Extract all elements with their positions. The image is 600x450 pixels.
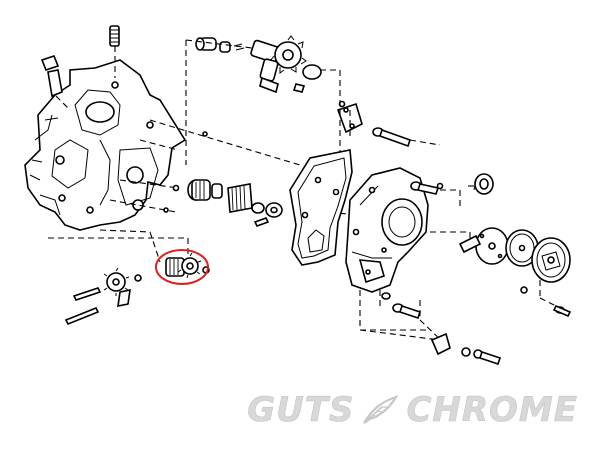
highlight-circle [155,249,209,285]
brand-word-right: CHROME [406,390,578,431]
assembly-lines [48,39,561,346]
cover-screw-right [410,181,444,195]
cover-screw-top [372,127,412,148]
brand-word-left: GUTS [247,390,355,431]
cam-bushing-set [195,37,245,53]
gear-cover [345,167,429,293]
oil-seal [473,173,494,195]
cover-screws-lower [381,292,502,366]
crankcase-stud-bolt [109,25,120,78]
feather-icon [363,395,399,424]
pinion-gear-train [163,131,283,227]
brand-watermark: GUTS CHROME [247,390,578,431]
gear-cover-gasket [289,149,353,266]
breather-fitting [40,55,71,111]
timer-cover-set [475,227,571,283]
breather-gasket [336,100,363,134]
oil-pump-gear-pins [64,267,142,326]
camshaft-gear [250,35,322,94]
oil-pump-drive-gear[interactable] [165,252,210,279]
crankcase [24,59,187,231]
timer-spacer-pin [458,234,572,318]
